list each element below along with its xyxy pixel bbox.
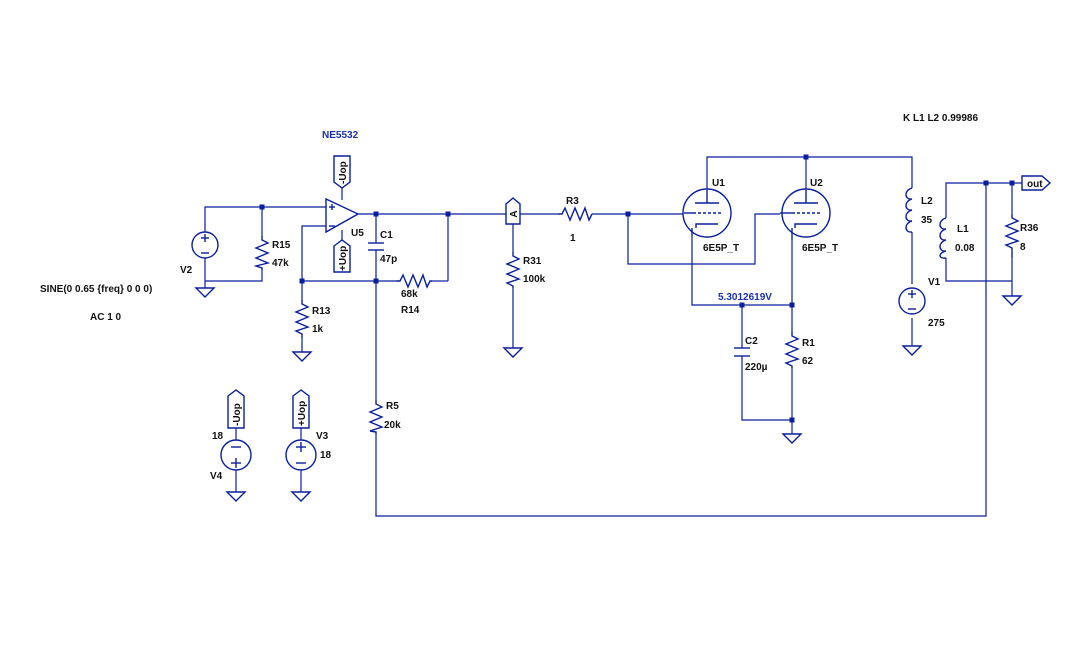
opamp-model-label: NE5532 <box>322 130 359 141</box>
probe-flag-a: A <box>505 197 521 225</box>
resistor-r15[interactable] <box>253 236 271 270</box>
r5-ref-label: R5 <box>386 401 399 412</box>
r13-ref-label: R13 <box>312 306 331 317</box>
capacitor-c2[interactable] <box>734 347 750 357</box>
v3-ref-label: V3 <box>316 431 329 442</box>
r36-ref-label: R36 <box>1020 223 1039 234</box>
flag-pos-supply-opamp: +Uop <box>333 239 351 273</box>
probe-flag-text: A <box>509 210 520 217</box>
v4-value-label: 18 <box>212 431 224 442</box>
tube-u2[interactable] <box>780 188 831 240</box>
ground-icon <box>225 491 247 502</box>
inductor-l1[interactable] <box>939 217 947 259</box>
flag-out: out <box>1021 175 1052 191</box>
inductor-l2[interactable] <box>905 187 913 233</box>
r1-ref-label: R1 <box>802 338 815 349</box>
v2-ac-spec: AC 1 0 <box>90 312 122 323</box>
cathode-voltage-label: 5.3012619V <box>718 292 772 303</box>
v1-value-label: 275 <box>928 318 945 329</box>
ground-icon <box>194 287 216 298</box>
r36-value-label: 8 <box>1020 242 1026 253</box>
c1-ref-label: C1 <box>380 230 393 241</box>
wires <box>204 156 1022 517</box>
ground-icon <box>901 345 923 356</box>
source-v3[interactable] <box>285 439 317 471</box>
l1-value-label: 0.08 <box>955 243 975 254</box>
source-v4[interactable] <box>220 439 252 471</box>
flag-pos-supply-v3-text: +Uop <box>297 401 308 426</box>
r31-ref-label: R31 <box>523 256 542 267</box>
source-v1[interactable] <box>898 287 926 315</box>
u2-ref-label: U2 <box>810 178 823 189</box>
r13-value-label: 1k <box>312 324 324 335</box>
r15-value-label: 47k <box>272 258 289 269</box>
flag-out-text: out <box>1027 179 1043 190</box>
c2-value-label: 220µ <box>745 362 768 373</box>
resistor-r14[interactable] <box>396 273 432 289</box>
r15-ref-label: R15 <box>272 240 291 251</box>
u1-ref-label: U1 <box>712 178 725 189</box>
resistor-r31[interactable] <box>505 252 521 288</box>
flag-neg-supply-v4-text: -Uop <box>232 403 243 426</box>
ground-symbols <box>194 287 1023 502</box>
capacitor-c1[interactable] <box>368 242 384 251</box>
c1-value-label: 47p <box>380 254 397 265</box>
flag-neg-supply-text: -Uop <box>338 161 349 184</box>
l2-value-label: 35 <box>921 215 933 226</box>
opamp-u5[interactable] <box>325 197 360 234</box>
tube-u1[interactable] <box>682 188 732 238</box>
r1-value-label: 62 <box>802 356 814 367</box>
v2-sine-spec: SINE(0 0.65 {freq} 0 0 0) <box>40 284 152 295</box>
r3-ref-label: R3 <box>566 196 579 207</box>
resistor-r36[interactable] <box>1004 214 1020 258</box>
l1-ref-label: L1 <box>957 224 969 235</box>
ground-icon <box>781 433 803 444</box>
r31-value-label: 100k <box>523 274 546 285</box>
flag-neg-supply-opamp: -Uop <box>333 155 351 189</box>
spice-directive: K L1 L2 0.99986 <box>903 113 978 124</box>
ground-icon <box>1001 295 1023 306</box>
r5-value-label: 20k <box>384 420 401 431</box>
ground-icon <box>502 347 524 358</box>
u1-model-label: 6E5P_T <box>703 243 739 254</box>
resistor-r5[interactable] <box>368 400 384 434</box>
r3-value-label: 1 <box>570 233 576 244</box>
resistor-r1[interactable] <box>784 332 800 368</box>
v2-ref-label: V2 <box>180 265 193 276</box>
junctions <box>259 154 1015 423</box>
ground-icon <box>291 351 313 362</box>
opamp-ref-label: U5 <box>351 228 364 239</box>
v4-ref-label: V4 <box>210 471 223 482</box>
v3-value-label: 18 <box>320 450 332 461</box>
resistor-r3[interactable] <box>558 206 593 222</box>
ground-icon <box>290 491 312 502</box>
u2-model-label: 6E5P_T <box>802 243 838 254</box>
v1-ref-label: V1 <box>928 277 941 288</box>
r14-ref-label: R14 <box>401 305 420 316</box>
flag-pos-supply-v3: +Uop <box>292 389 310 429</box>
flag-neg-supply-v4: -Uop <box>227 389 245 429</box>
l2-ref-label: L2 <box>921 196 933 207</box>
flag-pos-supply-text: +Uop <box>338 246 349 271</box>
c2-ref-label: C2 <box>745 336 758 347</box>
source-v2[interactable] <box>191 231 219 259</box>
resistor-r13[interactable] <box>294 300 310 338</box>
r14-value-label: 68k <box>401 289 418 300</box>
